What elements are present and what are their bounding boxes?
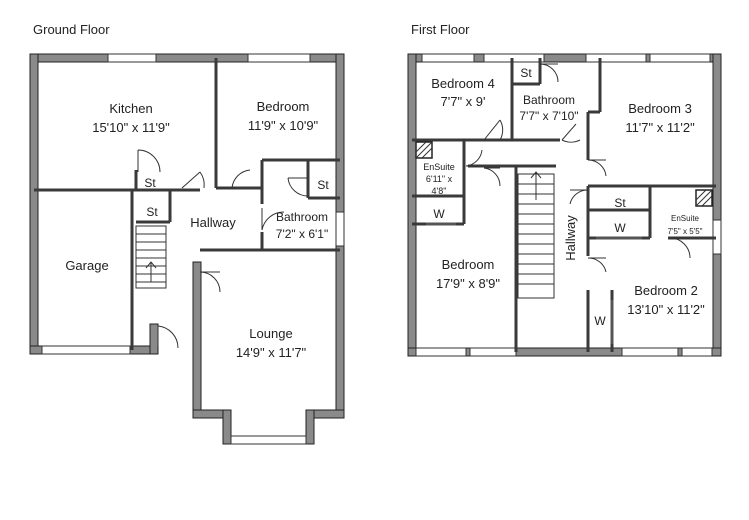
- kitchen-store-door: [137, 149, 161, 173]
- first-floor-plan: First Floor Bedroom 4 7'7" x 9' Bathroom…: [407, 22, 722, 357]
- first-wall-left: [407, 53, 417, 357]
- front-door: [157, 325, 179, 349]
- bedroom2-window-a: [621, 347, 679, 357]
- ground-stair-arrow: [145, 261, 157, 282]
- garage-label: Garage: [65, 258, 108, 273]
- ground-bathroom-size: 7'2" x 6'1": [276, 227, 328, 241]
- bedroom4-label: Bedroom 4: [431, 76, 495, 91]
- ground-bedroom-size: 11'9" x 10'9": [248, 118, 319, 133]
- ground-store-bath-label: St: [317, 178, 329, 192]
- ground-hallway-label: Hallway: [190, 215, 236, 230]
- bedroom4-door: [483, 119, 504, 141]
- bedroom3-door: [587, 159, 607, 177]
- bath-store-door: [539, 63, 559, 83]
- kitchen-label: Kitchen: [109, 101, 152, 116]
- ground-bedroom-label: Bedroom: [257, 99, 310, 114]
- wardrobe2-label: W: [614, 221, 626, 235]
- first-store-hall-label: St: [614, 196, 626, 210]
- bedroom-door-first: [483, 167, 501, 187]
- store-door: [287, 177, 309, 197]
- bedroom-window-b: [469, 347, 517, 357]
- first-floor-title: First Floor: [411, 22, 470, 37]
- first-store-bath-label: St: [520, 66, 532, 80]
- ground-wall-left: [29, 53, 39, 355]
- ensuite2-door: [669, 237, 691, 259]
- bathroom-door: [261, 208, 285, 231]
- ground-store-kitchen-label: St: [144, 176, 156, 190]
- ensuite1-size-a: 6'11" x: [426, 174, 453, 184]
- first-bedroom-label: Bedroom: [442, 257, 495, 272]
- first-wall-right: [712, 53, 722, 357]
- bedroom2-size: 13'10" x 11'2": [627, 302, 705, 317]
- ensuite2-vent-hatch: [695, 189, 713, 207]
- bedroom2-window-b: [681, 347, 713, 357]
- bay-window: [230, 435, 307, 445]
- porch-wall: [149, 323, 159, 355]
- first-bathroom-size: 7'7" x 7'10": [519, 109, 578, 123]
- bathroom-window: [335, 211, 345, 247]
- bedroom2-label: Bedroom 2: [634, 283, 698, 298]
- bedroom3-window-b: [649, 53, 711, 63]
- ensuite2-size: 7'5" x 5'5": [668, 227, 703, 236]
- ensuite2-label: EnSuite: [671, 214, 700, 223]
- ensuite1-size-b: 4'8": [432, 186, 447, 196]
- first-bedroom-size: 17'9" x 8'9": [436, 276, 500, 291]
- bay-wall-right: [305, 409, 315, 445]
- ground-floor-title: Ground Floor: [33, 22, 110, 37]
- first-hallway-label: Hallway: [563, 215, 578, 261]
- first-stair-arrow: [530, 171, 542, 200]
- bedroom-window-a: [415, 347, 467, 357]
- ensuite1-vent-hatch: [415, 141, 433, 159]
- bathroom-window-first: [483, 53, 545, 63]
- lounge-size: 14'9" x 11'7": [236, 345, 307, 360]
- bedroom-door: [216, 169, 251, 189]
- kitchen-window: [107, 53, 157, 63]
- bedroom2-door: [587, 257, 607, 273]
- ensuite1-label: EnSuite: [423, 162, 455, 172]
- bedroom4-window: [421, 53, 475, 63]
- bedroom3-label: Bedroom 3: [628, 101, 692, 116]
- bay-wall-left: [222, 409, 232, 445]
- bathroom-door-first: [561, 123, 581, 143]
- bedroom-window: [247, 53, 311, 63]
- lounge-wall-left: [192, 261, 202, 419]
- first-bathroom-label: Bathroom: [523, 93, 575, 107]
- lounge-label: Lounge: [249, 326, 292, 341]
- ground-floor-plan: Ground Floor Kitchen 15'10" x 11'9" Bedr…: [29, 22, 345, 445]
- ensuite1-door: [465, 149, 484, 167]
- first-wall-bottom: [407, 347, 722, 357]
- garage-door: [41, 345, 131, 355]
- wardrobe3-label: W: [594, 314, 606, 328]
- kitchen-door: [181, 171, 205, 189]
- lounge-door: [199, 271, 221, 293]
- kitchen-size: 15'10" x 11'9": [92, 120, 170, 135]
- wardrobe1-label: W: [433, 207, 445, 221]
- hall-store-door: [569, 189, 589, 205]
- ground-store-hall-label: St: [146, 205, 158, 219]
- first-stair-treads: [518, 171, 554, 285]
- bedroom3-window-a: [585, 53, 647, 63]
- bedroom4-size: 7'7" x 9': [441, 94, 486, 109]
- ground-bathroom-label: Bathroom: [276, 210, 328, 224]
- ground-stair-treads: [136, 233, 166, 283]
- bedroom3-size: 11'7" x 11'2": [625, 120, 695, 135]
